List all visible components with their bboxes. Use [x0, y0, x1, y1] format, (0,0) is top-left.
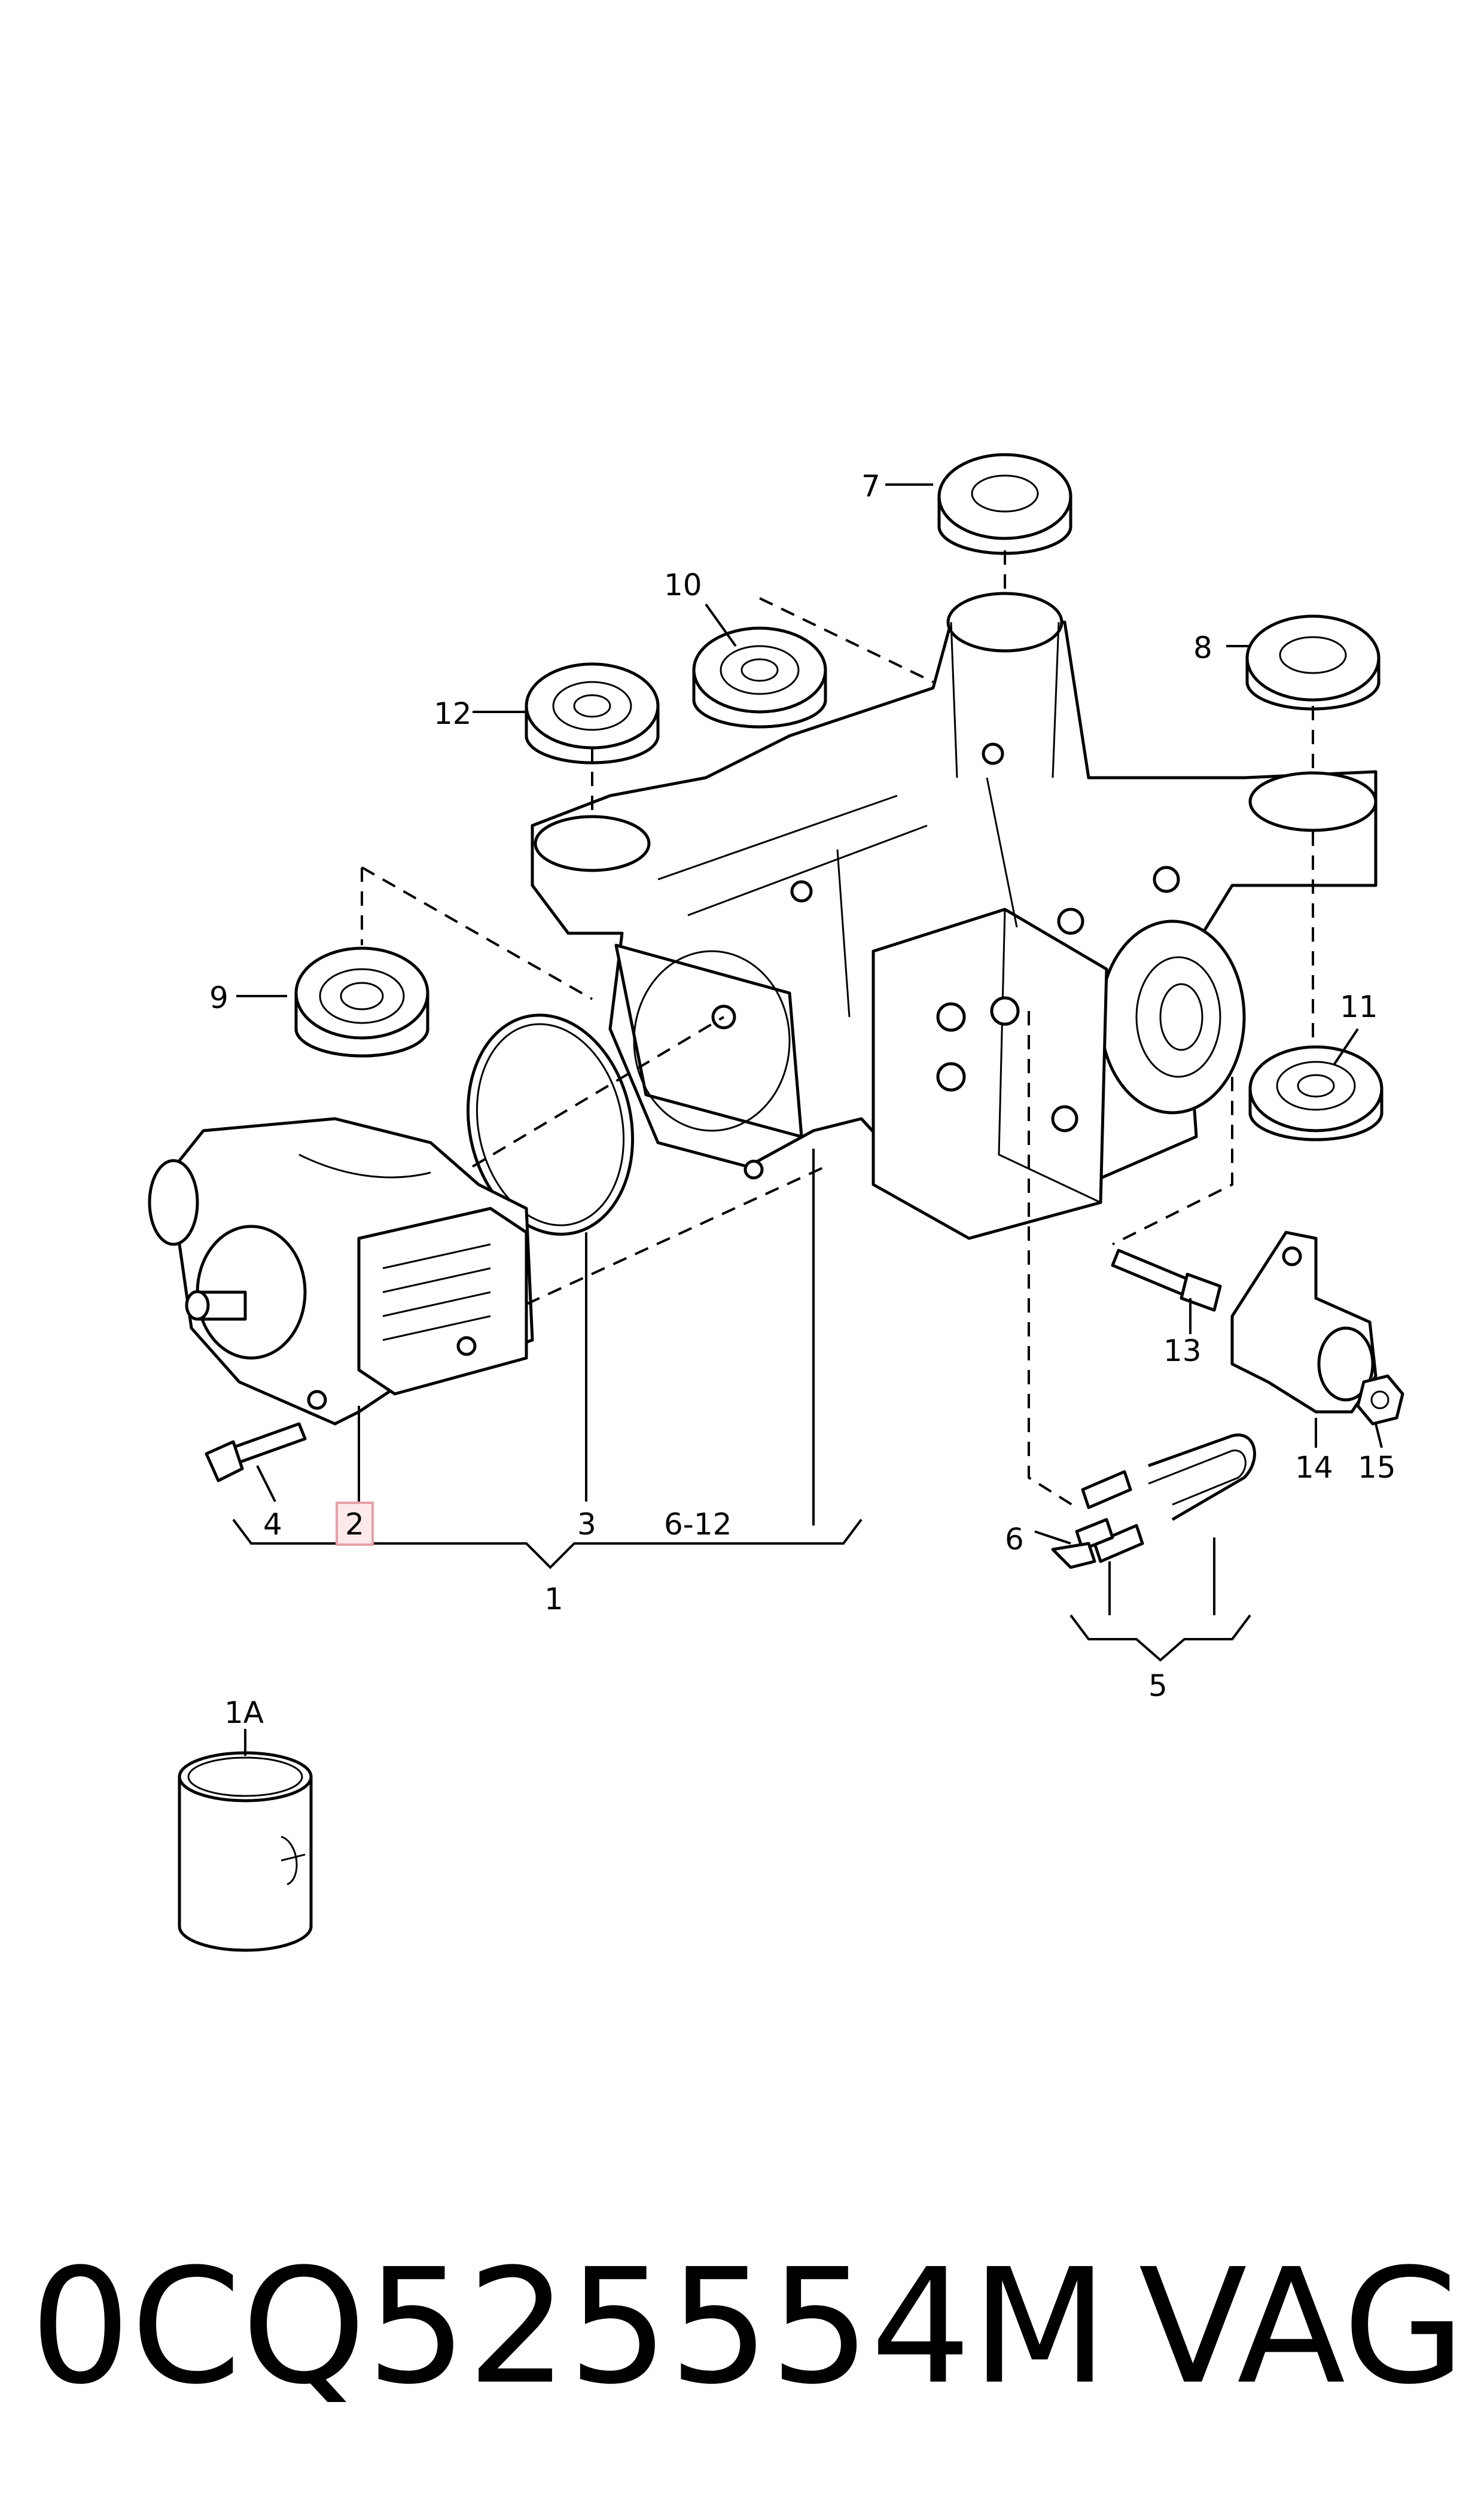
- part-number: 0CQ525554M: [30, 2235, 1108, 2419]
- oil-bottle-1a: [178, 1751, 313, 1952]
- callout-8: 8: [1193, 631, 1212, 665]
- callout-5: 5: [1148, 1668, 1168, 1703]
- bolt-13: [1111, 1249, 1222, 1312]
- callout-13: 13: [1163, 1333, 1202, 1368]
- callout-3: 3: [577, 1507, 596, 1542]
- callout-6-12: 6-12: [664, 1507, 732, 1542]
- callout-15: 15: [1358, 1450, 1396, 1485]
- callout-2: 2: [345, 1507, 364, 1542]
- callout-7: 7: [861, 469, 880, 504]
- callout-14: 14: [1295, 1450, 1333, 1485]
- callout-2-highlight: [336, 1502, 374, 1546]
- callout-12: 12: [434, 696, 472, 731]
- haldex-pump-2: [148, 1117, 534, 1426]
- callout-1a: 1A: [224, 1695, 264, 1730]
- brand-name: VAG: [1138, 2235, 1465, 2419]
- callout-9: 9: [209, 981, 228, 1015]
- mount-bush-10: [692, 626, 827, 729]
- callout-labels: 1 1A 2 3 4 5 6 6-12 7 8 9 10 11 12 13 14…: [209, 469, 1396, 1730]
- callout-1: 1: [544, 1582, 563, 1616]
- callout-6: 6: [1005, 1522, 1024, 1557]
- mount-bush-12: [525, 662, 660, 765]
- assembly-lines: [361, 550, 1314, 1509]
- nut-15: [1356, 1374, 1404, 1426]
- clip-6: [1051, 1518, 1114, 1569]
- mount-bush-9: [294, 946, 429, 1058]
- mount-bush-11: [1248, 1045, 1384, 1141]
- callout-11: 11: [1340, 989, 1378, 1024]
- differential-housing: [531, 592, 1378, 1240]
- leader-lines: [232, 483, 1383, 1756]
- breather-hose-5: [1081, 1433, 1256, 1563]
- callout-4: 4: [263, 1507, 282, 1542]
- callout-10: 10: [664, 568, 702, 602]
- bolt-4: [205, 1422, 307, 1482]
- footer: 0CQ525554M VAG: [30, 2237, 1465, 2417]
- mount-bush-8: [1245, 614, 1381, 711]
- bracket-14: [1230, 1231, 1378, 1414]
- o-ring-3: [466, 1013, 635, 1236]
- mount-bush-7: [937, 453, 1072, 555]
